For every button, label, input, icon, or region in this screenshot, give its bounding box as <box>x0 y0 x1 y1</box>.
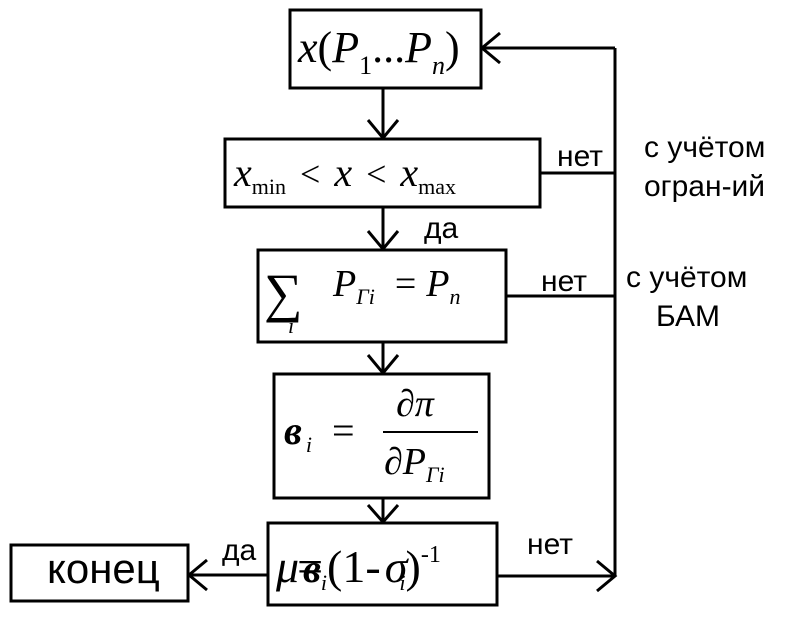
arrowhead-end <box>186 558 208 592</box>
note-limits-line2: огран-ий <box>644 170 765 203</box>
edge-label-yes-limits: да <box>424 212 459 245</box>
sigma-block-denominator: ∂PГi <box>384 441 445 487</box>
note-limits-line1: с учётом <box>644 131 765 164</box>
edge-label-no-mu: нет <box>527 528 573 561</box>
edge-label-yes-mu: да <box>222 534 257 567</box>
note-bam-line1: с учётом <box>626 261 747 294</box>
edge-label-no-balance: нет <box>541 265 587 298</box>
sigma-block <box>272 372 491 500</box>
start-block <box>288 8 483 90</box>
sigma-block-numerator: ∂π <box>396 383 435 425</box>
end-block-label: конец <box>47 545 160 592</box>
limits-block-formula: xmin<x<xmax <box>233 150 456 199</box>
balance-sum-index: i <box>288 313 294 338</box>
limits-block <box>223 137 542 209</box>
balance-sum-symbol: ∑ <box>264 263 303 323</box>
note-bam-line2: БАМ <box>656 300 720 333</box>
start-block-formula: x(P1...Pn) <box>297 23 460 80</box>
end-block <box>9 543 190 603</box>
balance-block-formula: PГi=Pn <box>332 263 461 309</box>
mu-block-formula: μ=вi(1-σi)-1 <box>275 541 441 595</box>
arrowhead-feedback <box>596 559 618 593</box>
balance-block <box>256 248 508 344</box>
arrowhead-start <box>479 31 501 65</box>
mu-block <box>266 521 499 607</box>
edge-label-no-limits: нет <box>557 140 603 173</box>
